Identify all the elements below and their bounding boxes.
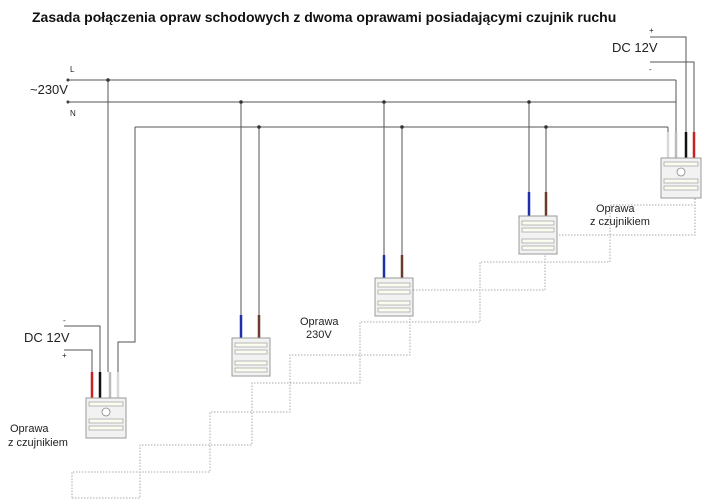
lamp-230-caption-2: 230V: [306, 329, 332, 341]
motion-sensor-icon: [676, 167, 686, 177]
mains-voltage-label: ~230V: [30, 82, 68, 97]
top-dc-plus-wire: [650, 36, 687, 132]
sensor-lamp-bottom: [85, 397, 127, 439]
bottom-dc-plus-wire: [64, 349, 93, 372]
top-dc-minus-wire: [650, 61, 695, 132]
junction-dot: [544, 125, 548, 129]
lamp-230-caption-1: Oprawa: [300, 316, 339, 328]
sensor-lamp-bottom-caption-2: z czujnikiem: [8, 437, 68, 449]
motion-sensor-icon: [101, 407, 111, 417]
junction-dot: [106, 78, 110, 82]
dc-bottom-minus: -: [63, 316, 66, 325]
lamp-fixture-2: [374, 277, 414, 317]
junction-dot: [527, 100, 531, 104]
lamp-fixture-3: [518, 215, 558, 255]
staircase-outline: [71, 178, 696, 498]
sensor-lamp-top: [660, 157, 702, 199]
dc-bottom-label: DC 12V: [24, 330, 70, 345]
sensor-lamp-top-caption-1: Oprawa: [596, 203, 635, 215]
lamp-fixture-1: [231, 337, 271, 377]
bottom-dc-minus-wire: [64, 325, 101, 372]
dc-bottom-plus: +: [62, 351, 67, 360]
sensor-lamp-top-caption-2: z czujnikiem: [590, 216, 650, 228]
phase-label: L: [70, 65, 75, 74]
bottom-sensor-return-wire: [117, 127, 136, 372]
dc-top-minus: -: [649, 65, 652, 74]
sensor-lamp-bottom-caption-1: Oprawa: [10, 423, 49, 435]
junction-dot: [239, 100, 243, 104]
neutral-label: N: [70, 109, 76, 118]
junction-dot: [382, 100, 386, 104]
diagram-title: Zasada połączenia opraw schodowych z dwo…: [32, 9, 616, 25]
dc-top-plus: +: [649, 26, 654, 35]
junction-dot: [257, 125, 261, 129]
junction-dot: [400, 125, 404, 129]
dc-top-label: DC 12V: [612, 40, 658, 55]
